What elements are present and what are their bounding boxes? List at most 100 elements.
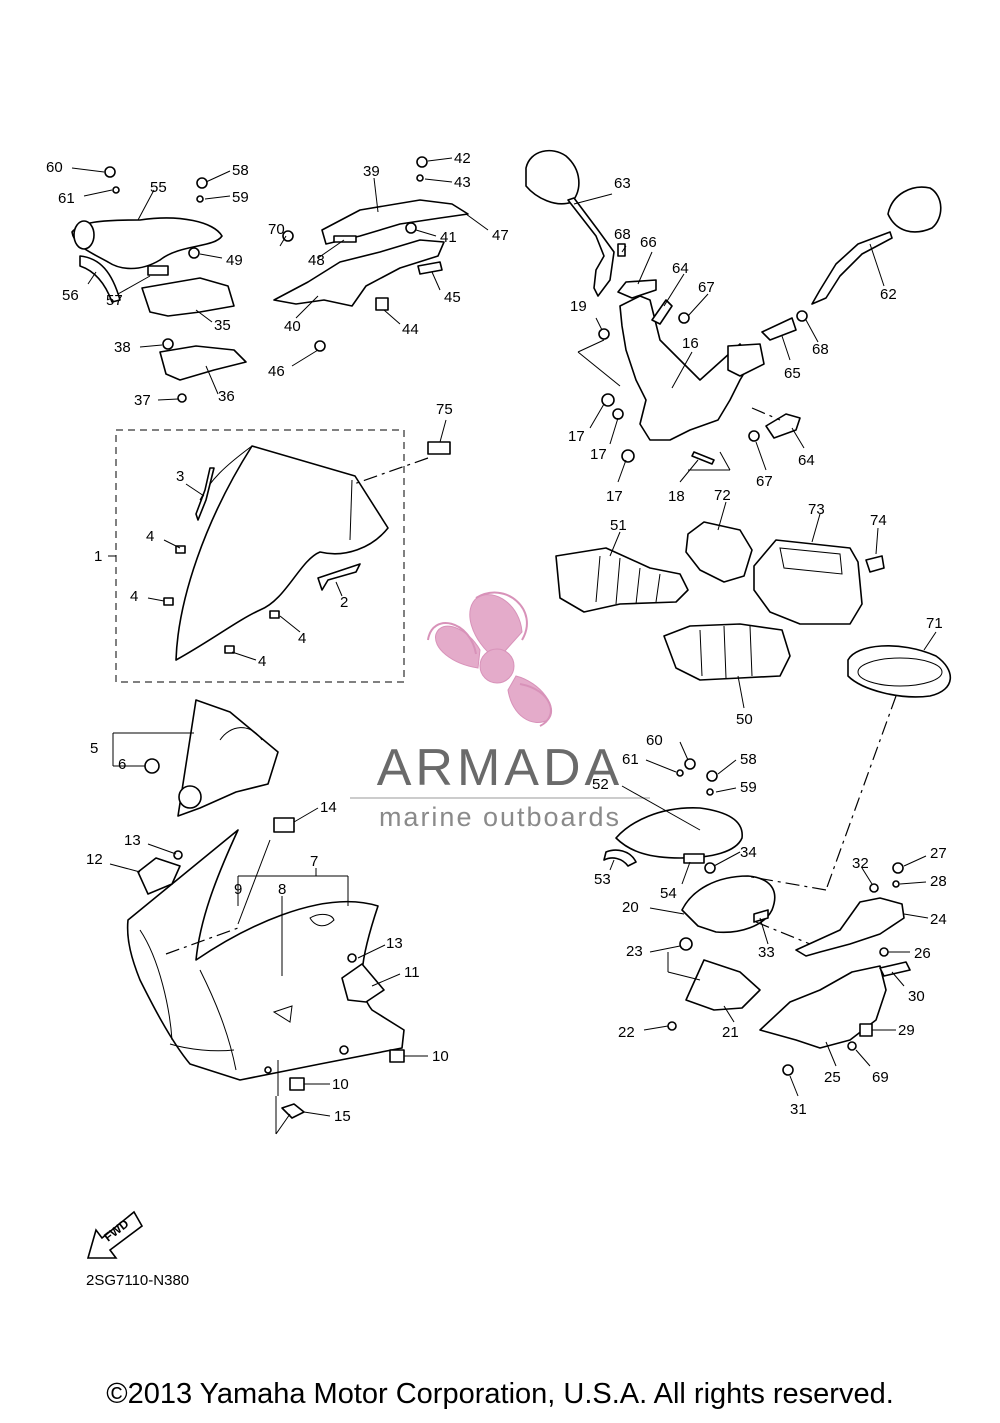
callout-58a: 58 xyxy=(232,162,249,179)
screw-part-37 xyxy=(177,393,187,403)
callout-28: 28 xyxy=(930,873,947,890)
grommet-part-17a xyxy=(601,393,615,407)
mirror-left-part-63 xyxy=(525,149,580,205)
bracket-part-12 xyxy=(137,857,181,895)
callout-60b: 60 xyxy=(646,732,663,749)
callout-72: 72 xyxy=(714,487,731,504)
grommet-part-17b xyxy=(612,408,624,420)
trim-part-30 xyxy=(879,961,911,977)
callout-70: 70 xyxy=(268,221,285,238)
leader-lines xyxy=(71,157,937,1135)
watermark-tagline: marine outboards xyxy=(379,802,621,832)
callout-59a: 59 xyxy=(232,189,249,206)
callout-41: 41 xyxy=(440,229,457,246)
nut-part-14 xyxy=(273,817,295,833)
callout-71: 71 xyxy=(926,615,943,632)
bracket-part-36 xyxy=(159,345,247,381)
clip-part-48 xyxy=(333,235,357,243)
washer-part-59a xyxy=(196,195,204,203)
callout-21: 21 xyxy=(722,1024,739,1041)
plate-part-66 xyxy=(617,279,657,299)
callout-8: 8 xyxy=(278,881,286,898)
callout-39: 39 xyxy=(363,163,380,180)
callout-labels: 60 61 55 58 59 49 56 57 35 38 36 37 39 4… xyxy=(46,150,947,1125)
side-panel-part-24 xyxy=(795,897,905,957)
grommet-part-6 xyxy=(144,758,160,774)
grommet-part-31 xyxy=(782,1064,794,1076)
callout-48: 48 xyxy=(308,252,325,269)
washer-part-61b xyxy=(676,769,684,777)
callout-23: 23 xyxy=(626,943,643,960)
label-part-75 xyxy=(427,441,451,455)
callout-64a: 64 xyxy=(672,260,689,277)
callout-20: 20 xyxy=(622,899,639,916)
plate-part-65 xyxy=(761,317,797,341)
trim-part-53 xyxy=(603,849,637,867)
forward-arrow-icon: FWD xyxy=(86,1210,144,1259)
bolt-part-19 xyxy=(598,328,610,340)
callout-42: 42 xyxy=(454,150,471,167)
nut-part-67b xyxy=(748,430,760,442)
callout-61b: 61 xyxy=(622,751,639,768)
clip-part-4b xyxy=(163,597,174,606)
bolt-part-42 xyxy=(416,156,428,168)
callout-53: 53 xyxy=(594,871,611,888)
callout-67b: 67 xyxy=(756,473,773,490)
callout-17c: 17 xyxy=(606,488,623,505)
trim-part-56 xyxy=(79,255,121,303)
clip-part-45 xyxy=(417,261,443,275)
air-duct-part-50 xyxy=(663,623,791,681)
callout-13a: 13 xyxy=(124,832,141,849)
callout-67a: 67 xyxy=(698,279,715,296)
callout-61a: 61 xyxy=(58,190,75,207)
label-part-54 xyxy=(683,853,705,864)
callout-4c: 4 xyxy=(298,630,306,647)
callout-26: 26 xyxy=(914,945,931,962)
clip-part-4d xyxy=(224,645,235,654)
callout-34: 34 xyxy=(740,844,757,861)
clip-part-15 xyxy=(281,1103,305,1119)
callout-16: 16 xyxy=(682,335,699,352)
callout-62: 62 xyxy=(880,286,897,303)
callout-11: 11 xyxy=(404,964,420,981)
copyright-notice: ©2013 Yamaha Motor Corporation, U.S.A. A… xyxy=(106,1378,894,1410)
inner-panel-part-25 xyxy=(759,965,887,1049)
callout-38: 38 xyxy=(114,339,131,356)
plate-part-64b xyxy=(765,413,801,439)
nut-part-44 xyxy=(375,297,389,311)
callout-51: 51 xyxy=(610,517,627,534)
callout-3: 3 xyxy=(176,468,184,485)
callout-54: 54 xyxy=(660,885,677,902)
washer-part-28 xyxy=(892,880,900,888)
callout-17b: 17 xyxy=(590,446,607,463)
diagram-code: 2SG7110-N380 xyxy=(86,1272,190,1289)
bolt-part-18 xyxy=(691,451,715,465)
grommet-part-23 xyxy=(679,937,693,951)
callout-33: 33 xyxy=(758,944,775,961)
callout-22: 22 xyxy=(618,1024,635,1041)
callout-15: 15 xyxy=(334,1108,351,1125)
bolt-part-58a xyxy=(196,177,208,189)
nut-part-29 xyxy=(859,1023,873,1037)
callout-4b: 4 xyxy=(130,588,138,605)
callout-43: 43 xyxy=(454,174,471,191)
damper-part-68a xyxy=(617,243,626,257)
callout-32: 32 xyxy=(852,855,869,872)
callout-37: 37 xyxy=(134,392,151,409)
callout-45: 45 xyxy=(444,289,461,306)
nut-part-10a xyxy=(389,1049,405,1063)
mirror-stay-part-16 xyxy=(619,295,753,441)
callout-35: 35 xyxy=(214,317,231,334)
grommet-part-13b xyxy=(347,953,357,963)
callout-74: 74 xyxy=(870,512,887,529)
callout-49: 49 xyxy=(226,252,243,269)
callout-5: 5 xyxy=(90,740,98,757)
callout-47: 47 xyxy=(492,227,509,244)
damper-part-68b xyxy=(796,310,808,322)
grommet-part-32 xyxy=(869,883,879,893)
clip-part-33 xyxy=(753,909,769,923)
air-duct-cover-part-55 xyxy=(71,217,223,270)
callout-30: 30 xyxy=(908,988,925,1005)
grommet-part-38 xyxy=(162,338,174,350)
